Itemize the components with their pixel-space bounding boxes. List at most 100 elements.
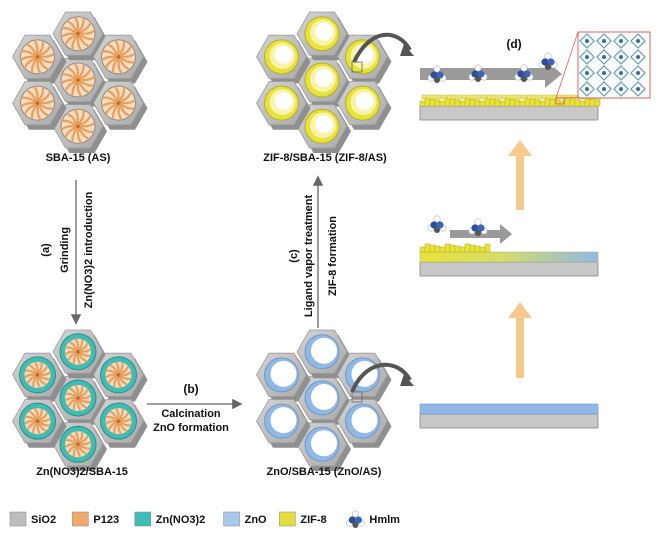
pore-center: [76, 442, 80, 447]
hydrogen-atom: [474, 218, 482, 226]
hydrogen-atom: [351, 510, 359, 518]
step-b-tag: (b): [183, 382, 198, 396]
p123-strand: [20, 102, 37, 108]
p123-strand: [66, 20, 78, 34]
carbon-atom: [475, 230, 481, 236]
zif8-crystal: [434, 99, 441, 107]
p123-strand: [36, 40, 45, 56]
p123-strand: [37, 45, 51, 57]
p123-strand: [36, 86, 45, 103]
label-zn-nitrate-sba15: Zn(NO3)2/SBA-15: [36, 466, 128, 478]
hmlm-molecule: [345, 510, 365, 528]
pore-center: [35, 101, 40, 105]
progress-arrow-upper: [508, 140, 532, 210]
pore-center: [76, 78, 80, 82]
p123-strand: [107, 89, 118, 104]
framework-cage: [579, 65, 595, 81]
p123-strand: [102, 96, 118, 105]
zif8-crystal: [456, 94, 462, 100]
zif8-crystal: [571, 94, 577, 100]
p123-strand: [111, 57, 120, 74]
carbon-atom: [545, 64, 551, 70]
zif8-crystal: [506, 94, 512, 100]
framework-node: [585, 87, 589, 91]
zif8-crystal: [499, 100, 506, 107]
p123-strand: [61, 73, 78, 82]
zoom-box-top: [351, 61, 363, 73]
zoom-arrow-bottom: [350, 362, 412, 393]
legend-label: P123: [93, 514, 119, 526]
zif8-crystal: [516, 94, 522, 100]
pore-center: [35, 373, 40, 377]
empty-pore: [270, 360, 297, 387]
p123-strand: [118, 45, 132, 57]
p123-strand: [60, 125, 78, 131]
zif8-crystal: [439, 246, 446, 253]
p123-strand: [36, 103, 42, 121]
p123-strand: [114, 39, 120, 57]
zif8-crystal: [469, 244, 476, 253]
p123-strand: [38, 55, 54, 64]
p123-strand: [37, 417, 51, 423]
zif8-crystal: [551, 94, 557, 100]
legend-item: P123: [72, 511, 119, 527]
p123-strand: [61, 27, 78, 35]
legend-label: SiO2: [31, 514, 56, 526]
zoom-arrowhead-bottom: [400, 374, 414, 386]
zoom-box-bottom: [351, 391, 363, 403]
p123-strand: [66, 112, 78, 127]
p123-strand: [105, 57, 119, 69]
carbon-atom: [521, 76, 527, 82]
framework-node: [619, 87, 623, 91]
zif8-crystal: [421, 94, 427, 100]
p123-strand: [76, 63, 85, 80]
carbon-atom: [352, 522, 359, 528]
legend-item: ZnO: [223, 511, 267, 527]
p123-strand: [78, 122, 96, 128]
legend-label: ZnO: [245, 514, 267, 526]
empty-pore: [274, 45, 293, 64]
p123-strand: [119, 52, 136, 58]
p123-strand: [78, 79, 90, 94]
progress-arrow-lower: [508, 302, 532, 378]
empty-pore: [315, 22, 333, 41]
zif8-crystal: [474, 245, 481, 253]
zno-film-bottom: [419, 403, 599, 415]
hmlm-molecules-top: [427, 52, 558, 83]
zif8-crystal: [459, 246, 466, 253]
p123-strand: [102, 50, 118, 58]
p123-strand: [36, 57, 42, 74]
cluster-zn-nitrate-sba15: [12, 329, 148, 471]
framework-node: [602, 39, 606, 43]
hmlm-molecule: [427, 215, 447, 233]
nitrogen-atom: [471, 224, 479, 232]
vapor-arrow-middle: [450, 224, 512, 244]
framework-node: [585, 55, 589, 59]
zif8-crystal: [434, 245, 441, 253]
empty-pore: [311, 384, 337, 410]
zif8-crystal: [479, 246, 486, 253]
hmlm-molecules-middle: [427, 215, 488, 236]
zif8-crystal: [479, 100, 486, 107]
p123-strand: [78, 394, 92, 400]
framework-cage: [596, 49, 612, 65]
framework-node: [619, 71, 623, 75]
p123-strand: [64, 126, 79, 138]
label-zif8-sba15: ZIF-8/SBA-15 (ZIF-8/AS): [263, 152, 387, 164]
framework-cage: [596, 65, 612, 81]
carbon-atom: [434, 227, 440, 233]
p123-strand: [76, 17, 85, 33]
legend-swatch: [279, 511, 296, 527]
p123-strand: [21, 96, 37, 105]
pore-center: [116, 101, 121, 105]
p123-strand: [118, 417, 132, 423]
nitrogen-atom: [430, 221, 438, 229]
zif8-crystal: [534, 99, 541, 107]
step-d-tag: (d): [506, 37, 521, 51]
pore-center: [116, 373, 121, 377]
label-zno-sba15: ZnO/SBA-15 (ZnO/AS): [267, 466, 382, 478]
step-b-line1: Calcination: [161, 408, 221, 420]
legend-swatch: [72, 511, 89, 527]
zif8-crystal: [491, 94, 497, 100]
